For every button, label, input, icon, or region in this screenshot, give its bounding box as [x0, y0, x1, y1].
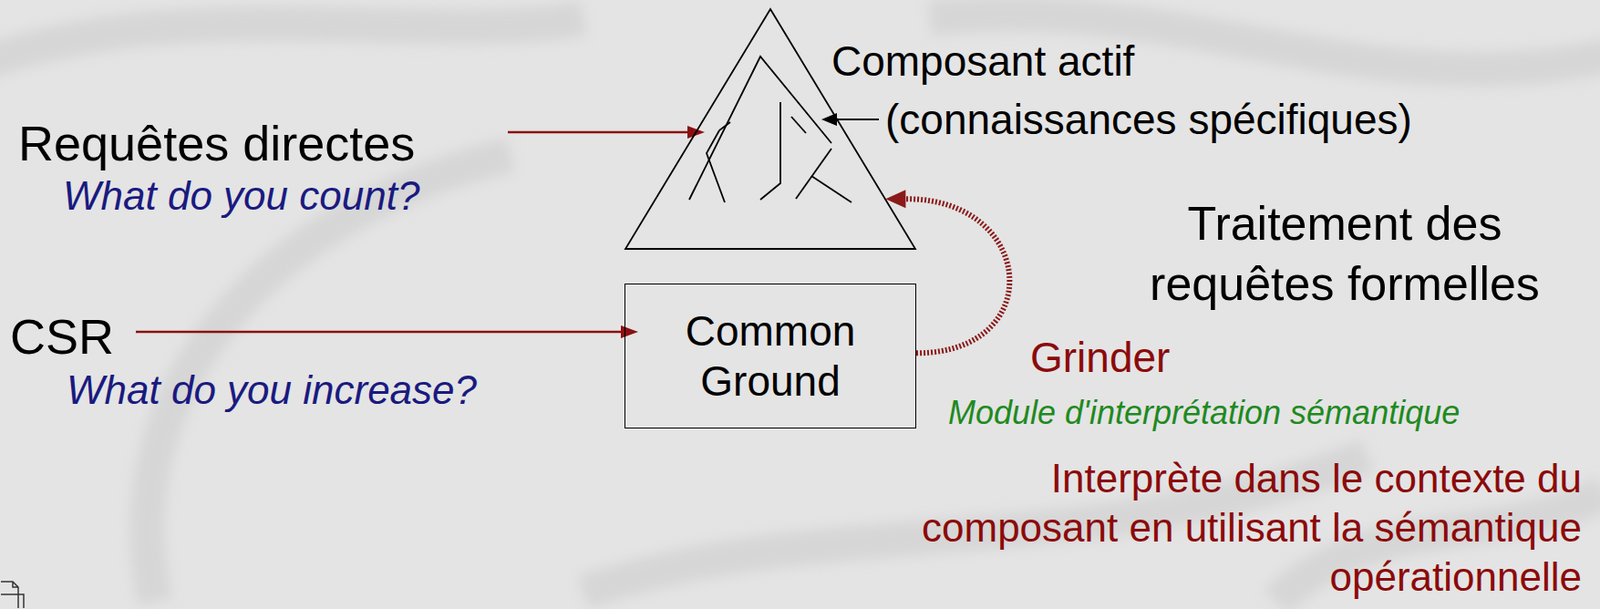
process-note: Interprète dans le contexte du composant…	[888, 454, 1582, 602]
csr-arrow-line	[135, 330, 623, 334]
mountain-sketch	[791, 116, 806, 134]
knowledge-leader-line	[835, 118, 879, 121]
page-icon	[0, 581, 24, 609]
mountain-sketch	[706, 130, 725, 203]
component-subheading: (connaissances spécifiques)	[885, 95, 1413, 145]
input-label: CSR	[10, 308, 114, 365]
mountain-sketch	[795, 148, 832, 199]
mountain-sketch	[811, 175, 852, 203]
swirl	[0, 18, 584, 64]
swirl-group	[0, 13, 1600, 602]
mountain-sketch	[689, 56, 832, 200]
component-heading: Composant actif	[831, 37, 1135, 86]
input-label: Requêtes directes	[18, 114, 415, 172]
request-arrow-line	[507, 131, 690, 135]
question-label: What do you count?	[62, 173, 420, 219]
box-label: Common Ground	[638, 306, 903, 407]
question-label: What do you increase?	[66, 367, 477, 413]
module-description: Module d'interprétation sémantique	[948, 393, 1460, 433]
text-holder: Composant actif	[831, 37, 1135, 86]
process-title: Traitement des requêtes formelles	[1098, 193, 1591, 314]
mountain-sketch	[760, 102, 781, 200]
active-component-triangle: Composant actif(connaissances spécifique…	[624, 8, 917, 250]
csr-arrow-head	[620, 325, 639, 339]
text-holder: (connaissances spécifiques)	[885, 95, 1413, 145]
module-name: Grinder	[1030, 333, 1170, 382]
dotted-connector	[905, 198, 1010, 353]
common-ground-box: Common Ground	[624, 283, 917, 429]
mountain-sketch	[719, 122, 731, 131]
